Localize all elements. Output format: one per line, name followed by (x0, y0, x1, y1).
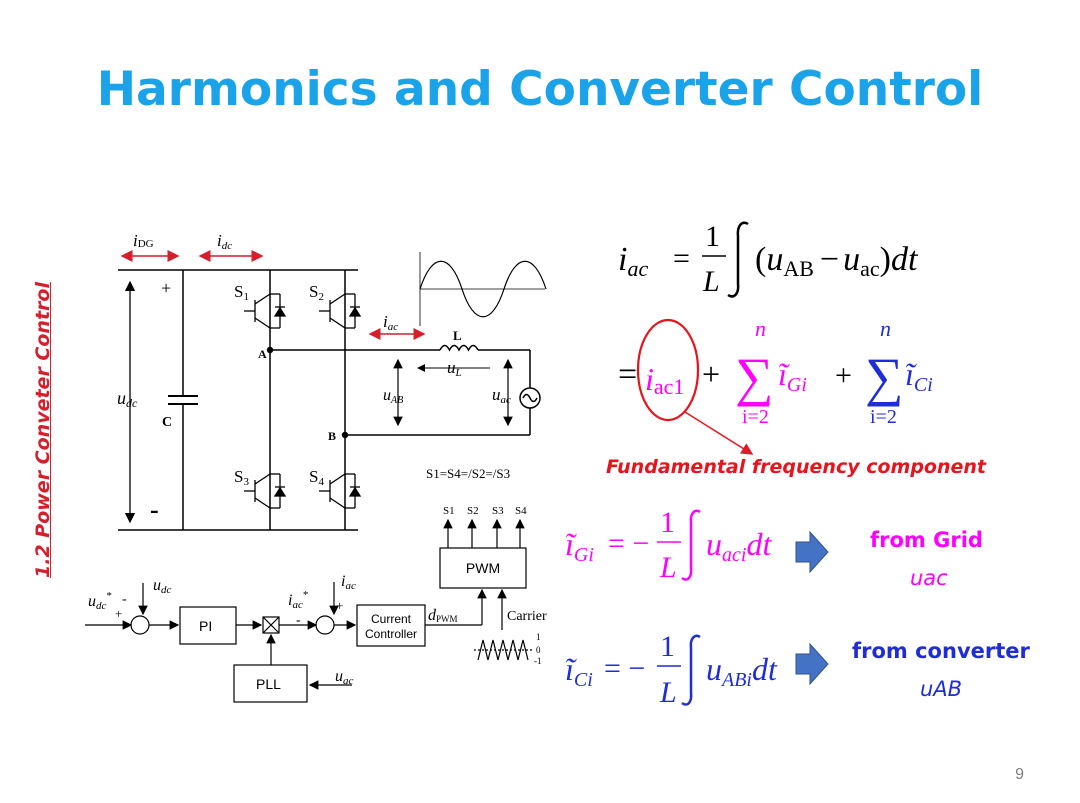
carrier-level-0: 0 (536, 645, 541, 655)
capacitor-label: C (162, 415, 172, 430)
carrier-label: Carrier (507, 609, 547, 624)
inductor-label: L (453, 328, 462, 343)
svg-text:L: L (659, 551, 677, 584)
udc-feedback-label: udc (153, 577, 172, 596)
svg-text:=: = (618, 356, 637, 393)
svg-text:= −: = − (608, 527, 649, 560)
svg-text:L: L (702, 265, 720, 298)
svg-text:1: 1 (660, 630, 675, 663)
dpwm-label: dPWM (428, 607, 458, 624)
current-controller-line1: Current (371, 612, 412, 626)
sine-waveform (419, 252, 547, 326)
node-b-label: B (328, 429, 336, 443)
svg-text:= −: = − (604, 652, 645, 685)
svg-text:iac1: iac1 (645, 361, 684, 399)
fundamental-annotation: Fundamental frequency component (606, 456, 986, 478)
s1-label: S1 (234, 282, 249, 303)
svg-text:uABidt: uABidt (706, 651, 778, 691)
svg-text:ĩCi: ĩCi (905, 356, 933, 396)
idc-label: idc (217, 231, 232, 252)
pll-block: PLL (256, 676, 281, 692)
iac-ref-label: iac* (288, 589, 308, 611)
equation-1: iac = 1 L (uAB−uac)dt (618, 220, 919, 298)
from-grid-label: from Grid (870, 528, 983, 552)
svg-text:1: 1 (660, 506, 675, 539)
plus-sign: + (161, 278, 171, 298)
pwm-out-s3: S3 (492, 505, 504, 517)
equation-2: = iac1 + n ∑ i=2 ĩGi + n ∑ i=2 ĩCi (618, 316, 933, 428)
pwm-out-s1: S1 (443, 505, 455, 517)
svg-text:+: + (835, 359, 852, 392)
s4-label: S4 (309, 467, 324, 488)
svg-text:i=2: i=2 (742, 406, 769, 428)
grid-arrow (795, 530, 829, 574)
switch-s3 (244, 473, 287, 509)
carrier-level-1: 1 (536, 632, 541, 642)
pwm-out-s2: S2 (467, 505, 479, 517)
control-diagram (85, 518, 534, 703)
s3-label: S3 (234, 467, 249, 488)
svg-text:∑: ∑ (865, 347, 904, 407)
svg-text:n: n (880, 316, 891, 341)
minus-sign: - (150, 495, 159, 524)
udc-ref-label: udc* (88, 590, 112, 612)
svg-text:uacidt: uacidt (706, 526, 772, 566)
from-grid-variable: uac (910, 566, 948, 590)
switch-logic-label: S1=S4=/S2=/S3 (426, 466, 510, 481)
carrier-level-neg1: -1 (534, 656, 542, 666)
from-converter-variable: uAB (920, 677, 963, 701)
converter-arrow (795, 642, 829, 686)
svg-text:n: n (755, 316, 766, 341)
idg-label: iDG (133, 231, 154, 250)
slide-title: Harmonics and Converter Control (96, 62, 984, 117)
pi-block: PI (199, 618, 212, 634)
uab-label: uAB (383, 387, 403, 406)
s2-label: S2 (309, 282, 324, 303)
iac-label: iac (383, 312, 398, 333)
svg-text:1: 1 (705, 220, 720, 253)
fundamental-pointer (684, 411, 754, 455)
fundamental-highlight (636, 318, 700, 422)
udc-label: udc (117, 388, 138, 410)
summer1-minus: - (122, 592, 127, 607)
svg-text:(uAB−uac)dt: (uAB−uac)dt (755, 241, 919, 281)
switch-s1 (244, 293, 287, 329)
iac-feedback-label: iac (341, 573, 356, 592)
svg-text:ĩGi: ĩGi (565, 526, 594, 566)
switch-s2 (319, 293, 362, 329)
equation-3: ĩGi = − 1 L uacidt (565, 506, 772, 584)
svg-text:ĩGi: ĩGi (778, 356, 807, 396)
svg-text:iac: iac (618, 241, 648, 281)
ul-label: uL (447, 358, 462, 379)
summer1-plus: + (115, 606, 122, 621)
svg-text:ĩCi: ĩCi (565, 651, 593, 691)
svg-text:L: L (659, 676, 677, 709)
equation-4: ĩCi = − 1 L uABidt (565, 630, 778, 709)
switch-s4 (319, 473, 362, 509)
current-controller-line2: Controller (365, 627, 417, 641)
uac-label: uac (492, 385, 511, 406)
summer2-minus: - (296, 613, 301, 628)
svg-text:=: = (673, 242, 690, 275)
pwm-block: PWM (466, 560, 500, 576)
node-a-label: A (258, 347, 267, 361)
summer2-plus: + (336, 598, 343, 613)
svg-text:+: + (702, 356, 720, 392)
power-circuit (118, 269, 541, 531)
uac-input-label: uac (335, 668, 354, 687)
from-converter-label: from converter (852, 639, 1030, 663)
pwm-out-s4: S4 (515, 505, 527, 517)
svg-text:∑: ∑ (735, 347, 774, 407)
svg-text:i=2: i=2 (870, 406, 897, 428)
page-number: 9 (1015, 766, 1024, 783)
